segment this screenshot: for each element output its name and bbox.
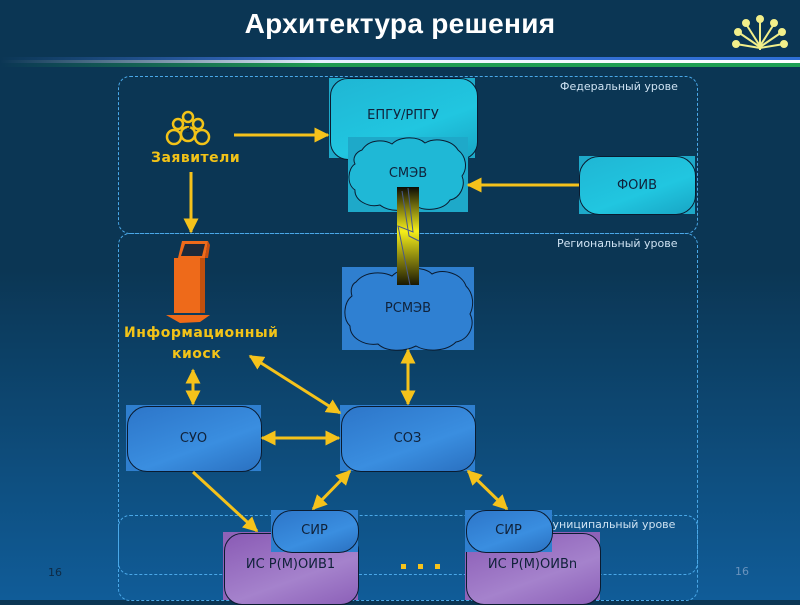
foiv-label: ФОИВ xyxy=(616,177,658,193)
sir2-label: СИР xyxy=(495,522,522,538)
soz-label: СОЗ xyxy=(393,430,422,446)
header-stripe-green xyxy=(0,63,800,67)
kiosk-label-line1: Информационный xyxy=(124,325,279,341)
sir1-label: СИР xyxy=(301,522,328,538)
header-stripe-blue xyxy=(0,57,800,60)
zone-federal-label: Федеральный урове xyxy=(560,80,678,93)
kurai-flower-logo-icon xyxy=(732,15,788,50)
zone-municipal-label: Муниципальный урове xyxy=(543,518,676,531)
page-number-right: 16 xyxy=(735,565,749,578)
isn-label: ИС Р(М)ОИВn xyxy=(487,556,578,572)
suo-label: СУО xyxy=(179,430,208,446)
zone-municipal xyxy=(118,515,698,575)
ellipsis-dot xyxy=(435,564,440,569)
epgu-label: ЕПГУ/РПГУ xyxy=(367,107,439,123)
soz-shape xyxy=(341,406,476,472)
smev-label: СМЭВ xyxy=(388,165,428,181)
sir1-shape xyxy=(272,510,359,553)
kiosk-label-line2: киоск xyxy=(172,346,222,362)
ellipsis: ... xyxy=(401,564,443,572)
ellipsis-dot xyxy=(418,564,423,569)
header-stripe-white xyxy=(0,60,800,63)
ellipsis-dot xyxy=(401,564,406,569)
is1-label: ИС Р(М)ОИВ1 xyxy=(245,556,336,572)
sir2-shape xyxy=(466,510,553,553)
foiv-shape xyxy=(579,156,696,215)
page-number-left: 16 xyxy=(48,566,62,579)
applicants-label: Заявители xyxy=(151,150,241,166)
page-title: Архитектура решения xyxy=(244,8,556,39)
rsmev-label: РСМЭВ xyxy=(384,300,432,316)
zone-regional-label: Региональный урове xyxy=(557,237,678,250)
suo-shape xyxy=(127,406,262,472)
